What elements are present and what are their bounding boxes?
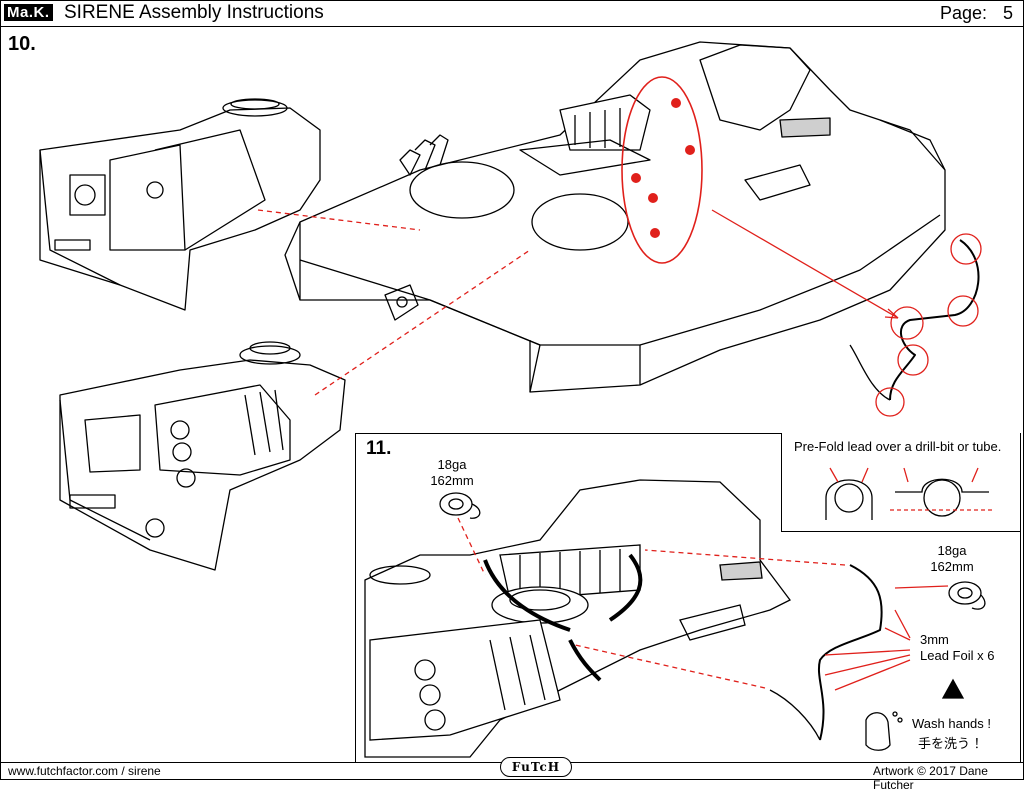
lead-foil-label: Lead Foil x 6	[920, 648, 995, 663]
glue-dots	[631, 98, 695, 238]
foil-point-3	[890, 306, 924, 340]
bent-wire-step10	[849, 239, 980, 401]
leader-arrow-wire	[711, 209, 899, 319]
wire-gauge-right: 18ga	[937, 543, 967, 558]
glue-points-highlight	[621, 76, 703, 264]
footer-url: www.futchfactor.com / sirene	[8, 764, 161, 778]
step-10-label: 10.	[8, 33, 36, 55]
wire-length-right: 162mm	[930, 559, 974, 574]
prefold-instruction: Pre-Fold lead over a drill-bit or tube.	[794, 439, 1002, 454]
foil-point-4	[897, 344, 929, 376]
turret-rear-drawing	[39, 98, 321, 311]
page-number: 5	[1003, 3, 1014, 23]
step-11-label: 11.	[366, 438, 392, 459]
lead-foil-spec: 3mm Lead Foil x 6	[920, 632, 994, 664]
wire-gauge-left: 18ga	[437, 457, 467, 472]
wire-spec-left: 18ga 162mm	[422, 457, 482, 489]
dash-line-bottom	[314, 249, 531, 396]
page-label: Page:	[940, 3, 988, 23]
artwork-credit: Artwork © 2017 Dane Futcher	[873, 764, 988, 792]
foil-point-1	[950, 233, 982, 265]
dash-line-top	[257, 209, 421, 231]
wash-hands-text: Wash hands !	[912, 716, 992, 731]
page-header	[0, 0, 1024, 27]
turret-front-drawing	[59, 341, 346, 571]
wire-length-left: 162mm	[430, 473, 474, 488]
mak-logo: Ma.K.	[4, 4, 53, 21]
wire-spec-right: 18ga 162mm	[922, 543, 982, 575]
lead-foil-size: 3mm	[920, 632, 949, 647]
foil-point-5	[875, 387, 905, 417]
futch-logo: FuTcH	[500, 757, 572, 777]
document-title: SIRENE Assembly Instructions	[64, 2, 324, 23]
foil-point-2	[947, 295, 979, 327]
wash-hands-text-jp: 手を洗う ！	[918, 736, 987, 751]
